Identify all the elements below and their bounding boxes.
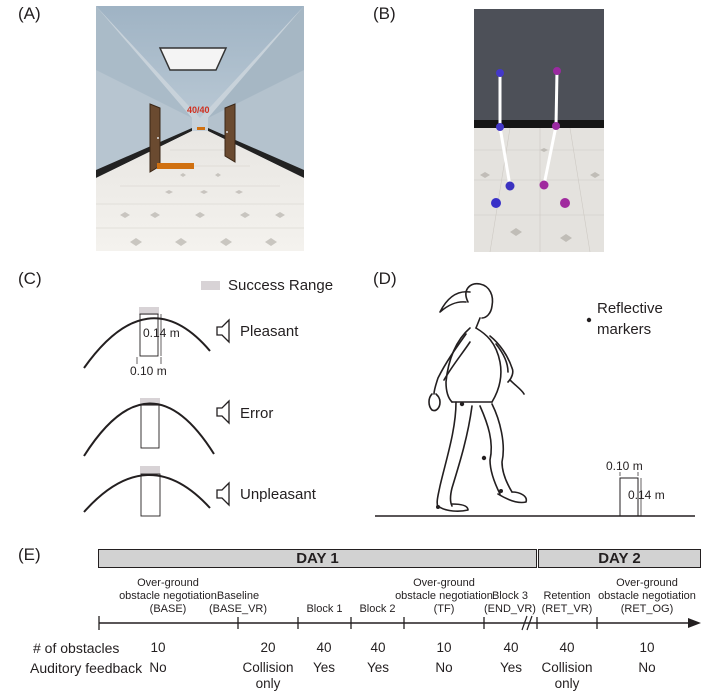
- obstacles-baseline: 20: [260, 640, 276, 655]
- marker-legend-dot: [586, 317, 592, 323]
- feedback-base: No: [149, 660, 167, 675]
- obstacles-block3: 40: [503, 640, 519, 655]
- day2-label: DAY 2: [598, 550, 641, 567]
- outcome-pleasant: Pleasant: [240, 323, 299, 340]
- block-baseline: Baseline (BASE_VR): [208, 590, 268, 615]
- obstacles-base: 10: [150, 640, 166, 655]
- block-retention: Retention (RET_VR): [541, 590, 593, 615]
- panel-b-label: (B): [373, 4, 396, 23]
- speaker-icon: [216, 318, 230, 344]
- speaker-icon: [216, 481, 230, 507]
- block-3: Block 3 (END_VR): [484, 590, 536, 615]
- obstacles-retention: 40: [559, 640, 575, 655]
- day1-label: DAY 1: [296, 550, 339, 567]
- obstacles-ret-og: 10: [639, 640, 655, 655]
- row-label-feedback: Auditory feedback: [30, 660, 143, 676]
- d-obstacle-height-label: 0.14 m: [628, 488, 665, 502]
- obstacles-block2: 40: [370, 640, 386, 655]
- markers-label-line1: Reflective: [597, 300, 663, 317]
- block-2: Block 2: [359, 603, 396, 615]
- row-label-obstacles: # of obstacles: [33, 640, 120, 656]
- success-range-legend: Success Range: [228, 277, 334, 294]
- day1-bar: DAY 1: [98, 549, 537, 568]
- panel-d-label: (D): [373, 269, 397, 288]
- block-ret-og: Over-ground obstacle negotiation (RET_OG…: [598, 577, 696, 615]
- panel-a-label: (A): [18, 4, 41, 23]
- block-1: Block 1: [306, 603, 343, 615]
- feedback-retention: Collision only: [541, 660, 593, 691]
- feedback-tf: No: [435, 660, 453, 675]
- outcome-unpleasant: Unpleasant: [240, 486, 316, 503]
- feedback-block1: Yes: [312, 660, 336, 675]
- panel-e-label: (E): [18, 545, 41, 564]
- feedback-baseline: Collision only: [242, 660, 294, 691]
- obstacle-width-label: 0.10 m: [130, 364, 167, 378]
- obstacles-block1: 40: [316, 640, 332, 655]
- markers-label-line2: markers: [597, 321, 652, 338]
- feedback-ret-og: No: [638, 660, 656, 675]
- feedback-block3: Yes: [499, 660, 523, 675]
- block-tf: Over-ground obstacle negotiation (TF): [395, 577, 493, 615]
- obstacle-height-label: 0.14 m: [143, 326, 180, 340]
- d-obstacle-width-label: 0.10 m: [606, 459, 643, 473]
- success-range-swatch: [201, 281, 220, 290]
- outcome-error: Error: [240, 405, 274, 422]
- day2-bar: DAY 2: [538, 549, 701, 568]
- feedback-block2: Yes: [366, 660, 390, 675]
- trial-counter: 40/40: [187, 105, 210, 115]
- block-base: Over-ground obstacle negotiation (BASE): [119, 577, 217, 615]
- obstacles-tf: 10: [436, 640, 452, 655]
- panel-c-label: (C): [18, 269, 42, 288]
- speaker-icon: [216, 399, 230, 425]
